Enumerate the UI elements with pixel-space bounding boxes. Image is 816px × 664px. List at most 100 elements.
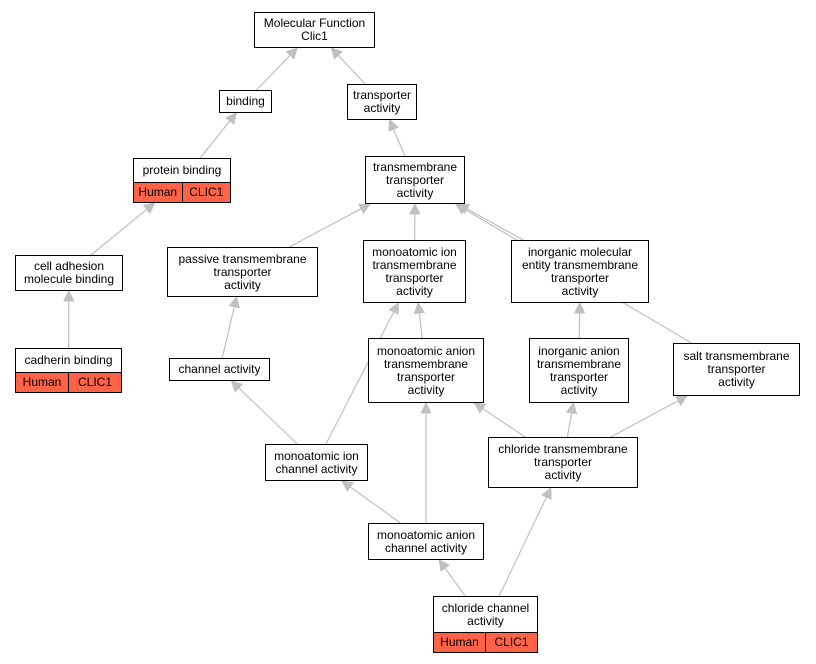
node-label-line: activity bbox=[561, 283, 599, 298]
edge-arrowhead bbox=[675, 395, 689, 407]
node-label-line: inorganic anion bbox=[538, 343, 620, 358]
gene-tag: CLIC1 bbox=[68, 373, 121, 392]
node-label-line: molecule binding bbox=[23, 272, 115, 286]
edge-line bbox=[466, 208, 524, 241]
gene-tag: CLIC1 bbox=[181, 183, 230, 202]
node-label-line: transporter bbox=[396, 369, 456, 384]
edge-line bbox=[610, 400, 679, 438]
node-label-line: cell adhesion bbox=[33, 259, 105, 273]
edge-arrowhead bbox=[388, 118, 400, 132]
node-label-line: inorganic molecular bbox=[527, 244, 633, 259]
node-label-line: passive transmembrane bbox=[178, 251, 307, 266]
node-label-line: activity bbox=[467, 613, 504, 628]
edge-arrowhead bbox=[388, 302, 399, 315]
edge-arrowhead bbox=[358, 203, 371, 215]
edge-line bbox=[337, 54, 366, 85]
edge-arrowhead bbox=[230, 380, 244, 393]
node-label-line: cadherin binding bbox=[24, 353, 113, 367]
edge-line bbox=[392, 128, 406, 157]
node-label-line: channel activity bbox=[275, 461, 358, 476]
edge-arrowhead bbox=[438, 559, 451, 572]
node-label-line: protein binding bbox=[142, 163, 222, 177]
species-tag: Human bbox=[434, 633, 485, 652]
node-binding[interactable]: binding bbox=[219, 90, 272, 113]
node-label-line: monoatomic anion bbox=[376, 343, 476, 358]
node-label-line: activity bbox=[396, 185, 434, 200]
node-label-line: binding bbox=[226, 94, 265, 108]
edge-line bbox=[349, 486, 401, 524]
node-label-line: transporter bbox=[213, 264, 272, 279]
node-label-line: transporter bbox=[533, 455, 593, 469]
node-label-line: transmembrane bbox=[383, 356, 469, 371]
edge-line bbox=[90, 208, 148, 256]
node-channel-activity[interactable]: channel activity bbox=[169, 358, 270, 381]
edge-arrowhead bbox=[63, 289, 75, 302]
edge-arrowhead bbox=[413, 301, 426, 315]
edge-arrowhead bbox=[142, 202, 156, 215]
node-label-line: channel activity bbox=[178, 362, 261, 376]
node-label-line: activity bbox=[544, 468, 582, 482]
node-label-line: transmembrane bbox=[372, 159, 458, 174]
node-label-line: activity bbox=[560, 382, 598, 397]
edge-arrowhead bbox=[341, 480, 355, 492]
node-label-line: monoatomic ion bbox=[274, 448, 359, 463]
node-label-line: chloride channel bbox=[441, 600, 530, 615]
node-label-line: activity bbox=[718, 375, 755, 389]
node-label-line: activity bbox=[224, 277, 261, 292]
edge-line bbox=[238, 387, 298, 445]
node-label-line: transmembrane bbox=[536, 356, 622, 371]
annotation-row: Human CLIC1 bbox=[434, 632, 537, 652]
node-label-line: channel activity bbox=[384, 540, 468, 555]
node-label-line: transporter bbox=[385, 270, 444, 285]
node-label-line: chloride transmembrane bbox=[498, 442, 628, 456]
node-label-line: salt transmembrane bbox=[683, 349, 790, 363]
edge-line bbox=[444, 567, 466, 597]
node-cadherin-binding[interactable]: cadherin binding Human CLIC1 bbox=[15, 348, 122, 393]
edge-arrowhead bbox=[225, 112, 237, 125]
node-label-line: monoatomic anion bbox=[376, 527, 476, 542]
node-protein-binding[interactable]: protein binding Human CLIC1 bbox=[133, 158, 231, 203]
gene-tag: CLIC1 bbox=[485, 633, 537, 652]
node-label-line: transmembrane bbox=[372, 257, 457, 272]
node-label-line: transporter bbox=[550, 270, 610, 285]
edge-arrowhead bbox=[420, 401, 432, 414]
edge-line bbox=[482, 408, 526, 438]
edge-line bbox=[566, 412, 573, 438]
node-label-line: Molecular Function bbox=[263, 16, 366, 30]
node-label-line: monoatomic ion bbox=[372, 244, 457, 259]
annotation-row: Human CLIC1 bbox=[16, 372, 121, 392]
edge-arrowhead bbox=[573, 301, 586, 314]
edge-arrowhead bbox=[285, 47, 298, 60]
node-label-line: transporter bbox=[385, 172, 445, 187]
annotation-row: Human CLIC1 bbox=[134, 182, 230, 202]
edge-line bbox=[325, 311, 395, 445]
edge-arrowhead bbox=[565, 401, 578, 415]
node-label-line: activity bbox=[396, 283, 433, 298]
edge-arrowhead bbox=[330, 47, 343, 60]
edge-line bbox=[289, 208, 362, 248]
edge-arrowhead bbox=[541, 486, 552, 500]
edge-line bbox=[498, 496, 548, 597]
edge-arrowhead bbox=[454, 203, 468, 215]
edge-line bbox=[221, 306, 235, 359]
node-label-line: Clic1 bbox=[301, 29, 328, 43]
node-label-line: transporter bbox=[707, 362, 766, 376]
species-tag: Human bbox=[16, 373, 68, 392]
edge-line bbox=[418, 312, 423, 339]
node-label-line: activity bbox=[363, 101, 401, 115]
